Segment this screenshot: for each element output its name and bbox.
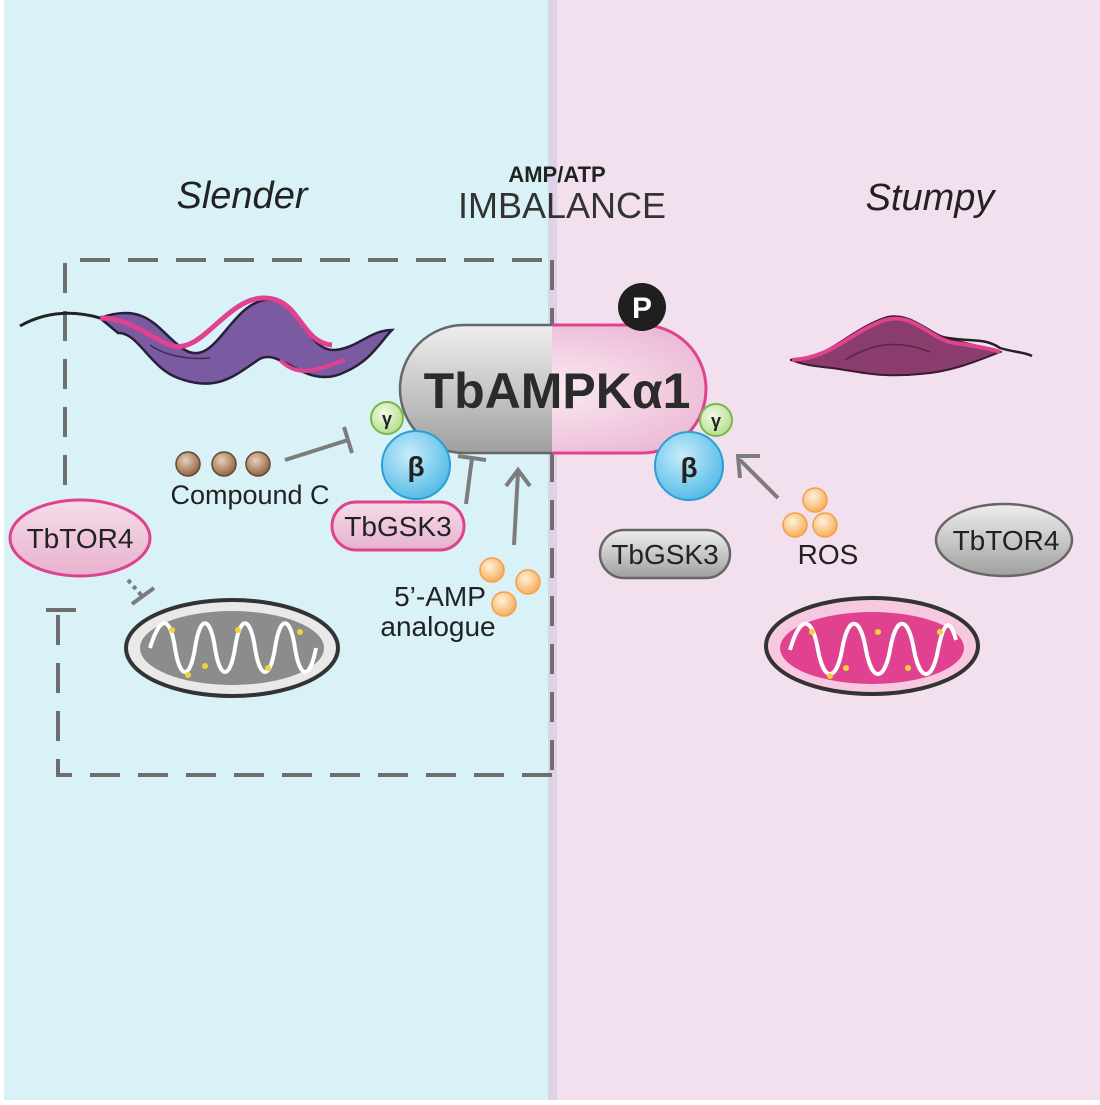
- amp-atp-label: AMP/ATP: [508, 162, 605, 187]
- right-tbgsk3: TbGSK3: [598, 528, 732, 580]
- phospho-symbol: P: [632, 292, 652, 325]
- right-tbgsk3-label: TbGSK3: [611, 539, 718, 570]
- tor4-mito-inhibition: [126, 578, 156, 606]
- left-tbgsk3-label: TbGSK3: [344, 511, 451, 542]
- slender-trypanosome: [19, 295, 396, 385]
- right-tbtor4: TbTOR4: [934, 502, 1074, 578]
- compound-c-inhibition: [284, 426, 354, 462]
- stumpy-mitochondrion: [764, 596, 980, 696]
- stumpy-label: Stumpy: [866, 177, 997, 219]
- inhibition-dashed-box: [56, 258, 554, 777]
- slender-mitochondrion: [124, 598, 340, 698]
- compound-c-label: Compound C: [170, 480, 329, 510]
- left-gamma-subunit: γ: [370, 401, 404, 435]
- left-tbtor4: TbTOR4: [8, 498, 152, 578]
- ros-activation-arrow: [735, 454, 780, 500]
- stumpy-trypanosome: [789, 315, 1033, 377]
- slender-label: Slender: [177, 175, 309, 217]
- analogue-activation-arrow: [504, 466, 532, 546]
- tbampk-label: TbAMPKα1: [424, 363, 691, 419]
- right-gamma-symbol: γ: [711, 411, 721, 431]
- left-tbtor4-label: TbTOR4: [27, 523, 134, 554]
- tbampk-complex: TbAMPKα1: [398, 323, 708, 455]
- amp-analogue-label-1: 5’-AMP: [394, 581, 486, 612]
- right-beta-subunit: β: [654, 431, 724, 501]
- right-tbtor4-label: TbTOR4: [953, 525, 1060, 556]
- left-beta-symbol: β: [407, 451, 424, 482]
- left-gamma-symbol: γ: [382, 409, 392, 429]
- compound-c-dots: [175, 451, 271, 477]
- amp-analogue-dots: [479, 557, 541, 617]
- left-beta-subunit: β: [381, 430, 451, 500]
- gsk3-inhibition: [457, 454, 487, 505]
- left-tbgsk3: TbGSK3: [330, 500, 466, 552]
- imbalance-label: IMBALANCE: [458, 185, 666, 226]
- phospho-badge: P: [618, 283, 666, 331]
- right-gamma-subunit: γ: [699, 403, 733, 437]
- ros-label: ROS: [798, 539, 859, 570]
- right-beta-symbol: β: [680, 452, 697, 483]
- ros-dots: [782, 487, 838, 538]
- amp-analogue-label-2: analogue: [380, 611, 495, 642]
